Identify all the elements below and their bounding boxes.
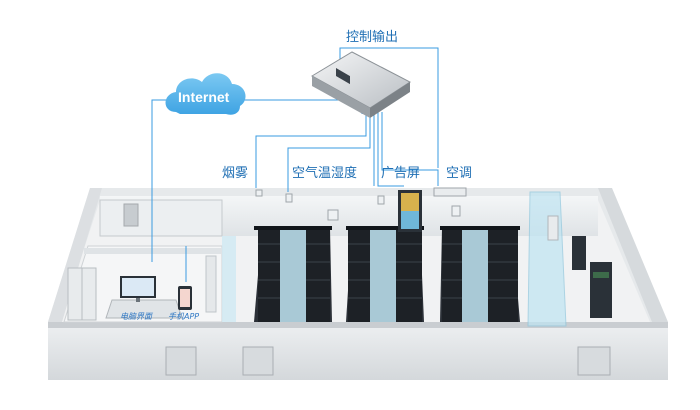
connection-lines	[151, 47, 439, 282]
wall-sensors	[255, 189, 461, 221]
air-conditioner-label: 空调	[446, 166, 473, 181]
air-conditioner-unit	[433, 187, 467, 197]
internet-label: Internet	[178, 89, 230, 105]
control-output-label: 控制输出	[346, 30, 399, 45]
front-doors	[165, 346, 611, 376]
rack-row-3	[440, 226, 520, 322]
mobile-app-label: 手机APP	[168, 312, 200, 321]
control-room	[63, 199, 236, 323]
pc-ui-label: 电脑界面	[120, 312, 152, 321]
smoke-label: 烟雾	[222, 166, 249, 181]
air-temp-humidity-label: 空气温湿度	[292, 166, 358, 181]
ad-screen-label: 广告屏	[381, 166, 421, 181]
controller-device	[310, 51, 411, 118]
internet-cloud	[165, 73, 246, 115]
equipment-room	[527, 191, 612, 327]
rack-row-2	[346, 226, 424, 322]
ad-screen	[398, 190, 422, 232]
rack-row-1	[254, 226, 332, 322]
